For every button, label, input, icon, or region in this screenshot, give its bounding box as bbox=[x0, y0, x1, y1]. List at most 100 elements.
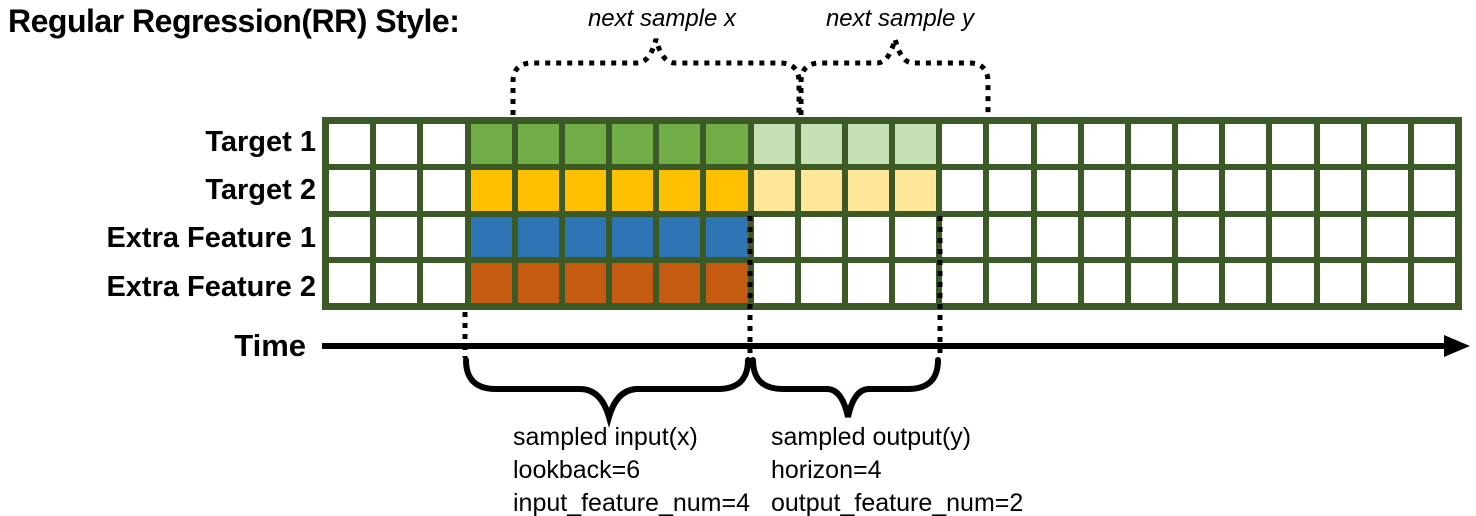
grid-cell-r0-c0 bbox=[329, 124, 371, 165]
next-sample-y-label: next sample y bbox=[825, 5, 975, 32]
grid-cell-r3-c22 bbox=[1366, 262, 1408, 303]
grid-cell-r1-c20 bbox=[1272, 170, 1314, 211]
sampled-output-annotation: sampled output(y) horizon=4 output_featu… bbox=[771, 421, 1023, 516]
grid-cell-r1-c5 bbox=[564, 170, 606, 211]
diagram-title: Regular Regression(RR) Style: bbox=[8, 3, 460, 39]
grid-cell-r1-c18 bbox=[1178, 170, 1220, 211]
grid-cell-r2-c5 bbox=[564, 216, 606, 257]
time-axis-label: Time bbox=[234, 328, 306, 363]
grid-cell-r3-c15 bbox=[1036, 262, 1078, 303]
row-label-extra-feature-1: Extra Feature 1 bbox=[106, 222, 316, 254]
grid-cell-r1-c4 bbox=[517, 170, 559, 211]
grid-cell-r1-c13 bbox=[942, 170, 984, 211]
grid-cell-r1-c16 bbox=[1083, 170, 1125, 211]
time-series-grid bbox=[322, 117, 1462, 310]
grid-cell-r0-c8 bbox=[706, 124, 748, 165]
grid-cell-r2-c7 bbox=[659, 216, 701, 257]
grid-cell-r2-c12 bbox=[895, 216, 937, 257]
grid-cell-r3-c18 bbox=[1178, 262, 1220, 303]
grid-cell-r1-c11 bbox=[847, 170, 889, 211]
grid-cell-r1-c8 bbox=[706, 170, 748, 211]
grid-cell-r3-c17 bbox=[1130, 262, 1172, 303]
grid-cell-r0-c17 bbox=[1130, 124, 1172, 165]
grid-cell-r2-c18 bbox=[1178, 216, 1220, 257]
grid-cell-r3-c10 bbox=[800, 262, 842, 303]
grid-cell-r3-c21 bbox=[1319, 262, 1361, 303]
next-sample-x-brace bbox=[510, 38, 802, 115]
output-feature-num-value: output_feature_num=2 bbox=[771, 489, 1024, 516]
grid-cell-r0-c9 bbox=[753, 124, 795, 165]
grid-cell-r0-c5 bbox=[564, 124, 606, 165]
grid-cell-r2-c16 bbox=[1083, 216, 1125, 257]
grid-cell-r0-c7 bbox=[659, 124, 701, 165]
grid-cell-r1-c1 bbox=[376, 170, 418, 211]
grid-cell-r2-c9 bbox=[753, 216, 795, 257]
time-arrow-icon bbox=[322, 335, 1470, 357]
grid-cell-r3-c3 bbox=[470, 262, 512, 303]
grid-cell-r0-c3 bbox=[470, 124, 512, 165]
grid-cell-r2-c22 bbox=[1366, 216, 1408, 257]
grid-cell-r2-c20 bbox=[1272, 216, 1314, 257]
grid-cell-r2-c8 bbox=[706, 216, 748, 257]
grid-cell-r0-c6 bbox=[612, 124, 654, 165]
grid-cell-r2-c17 bbox=[1130, 216, 1172, 257]
grid-cell-r3-c14 bbox=[989, 262, 1031, 303]
grid-cell-r3-c8 bbox=[706, 262, 748, 303]
grid-cell-r2-c6 bbox=[612, 216, 654, 257]
grid-cell-r2-c3 bbox=[470, 216, 512, 257]
grid-cell-r1-c9 bbox=[753, 170, 795, 211]
grid-cell-r1-c12 bbox=[895, 170, 937, 211]
grid-cell-r0-c16 bbox=[1083, 124, 1125, 165]
input-feature-num-value: input_feature_num=4 bbox=[513, 489, 750, 516]
grid-cell-r3-c7 bbox=[659, 262, 701, 303]
grid-cell-r0-c12 bbox=[895, 124, 937, 165]
row-label-target-2: Target 2 bbox=[205, 174, 316, 206]
grid-cell-r3-c4 bbox=[517, 262, 559, 303]
grid-cell-r3-c5 bbox=[564, 262, 606, 303]
grid-cell-r2-c14 bbox=[989, 216, 1031, 257]
grid-cell-r3-c16 bbox=[1083, 262, 1125, 303]
row-label-target-1: Target 1 bbox=[205, 126, 316, 158]
sampled-output-title: sampled output(y) bbox=[771, 423, 972, 451]
grid-cell-r2-c0 bbox=[329, 216, 371, 257]
sampled-input-brace bbox=[463, 357, 751, 428]
grid-cell-r0-c15 bbox=[1036, 124, 1078, 165]
grid-cell-r0-c4 bbox=[517, 124, 559, 165]
grid-cell-r3-c12 bbox=[895, 262, 937, 303]
grid-cell-r2-c11 bbox=[847, 216, 889, 257]
next-sample-y-brace bbox=[798, 38, 991, 115]
grid-cell-r1-c7 bbox=[659, 170, 701, 211]
grid-cell-r0-c14 bbox=[989, 124, 1031, 165]
grid-cell-r1-c22 bbox=[1366, 170, 1408, 211]
grid-cell-r0-c20 bbox=[1272, 124, 1314, 165]
grid-cell-r3-c19 bbox=[1225, 262, 1267, 303]
grid-cell-r0-c18 bbox=[1178, 124, 1220, 165]
grid-cell-r2-c13 bbox=[942, 216, 984, 257]
grid-cell-r1-c2 bbox=[423, 170, 465, 211]
grid-cell-r1-c19 bbox=[1225, 170, 1267, 211]
grid-cell-r1-c0 bbox=[329, 170, 371, 211]
next-sample-x-label: next sample x bbox=[587, 5, 737, 32]
grid-cell-r3-c2 bbox=[423, 262, 465, 303]
grid-cell-r2-c10 bbox=[800, 216, 842, 257]
grid-cell-r3-c23 bbox=[1413, 262, 1455, 303]
sampled-output-brace bbox=[750, 357, 941, 418]
lookback-value: lookback=6 bbox=[513, 456, 641, 484]
grid-cell-r1-c14 bbox=[989, 170, 1031, 211]
grid-cell-r2-c4 bbox=[517, 216, 559, 257]
grid-cell-r3-c13 bbox=[942, 262, 984, 303]
grid-cell-r3-c9 bbox=[753, 262, 795, 303]
grid-cell-r1-c10 bbox=[800, 170, 842, 211]
grid-cell-r1-c23 bbox=[1413, 170, 1455, 211]
grid-cell-r3-c0 bbox=[329, 262, 371, 303]
grid-cell-r3-c1 bbox=[376, 262, 418, 303]
grid-cell-r2-c19 bbox=[1225, 216, 1267, 257]
grid-cell-r0-c19 bbox=[1225, 124, 1267, 165]
grid-cell-r0-c13 bbox=[942, 124, 984, 165]
grid-cell-r1-c3 bbox=[470, 170, 512, 211]
sampled-input-annotation: sampled input(x) lookback=6 input_featur… bbox=[513, 421, 750, 516]
grid-cell-r0-c10 bbox=[800, 124, 842, 165]
sampled-input-title: sampled input(x) bbox=[513, 423, 698, 451]
grid-cell-r2-c1 bbox=[376, 216, 418, 257]
